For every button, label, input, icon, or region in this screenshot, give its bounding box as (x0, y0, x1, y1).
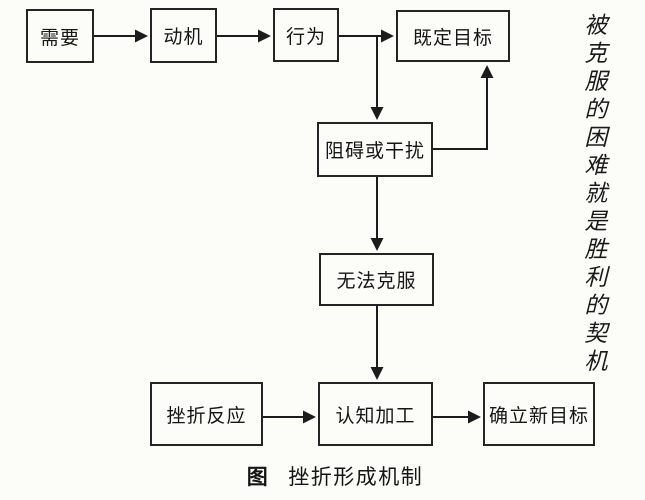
handwritten-margin-note: 被克服的困难就是胜利的契机 (579, 13, 606, 377)
arrow-obstacle-to-established-goal (433, 65, 494, 150)
node-motivation: 动机 (150, 8, 217, 63)
node-need: 需要 (26, 9, 94, 63)
node-cannot-overcome: 无法克服 (319, 253, 434, 306)
node-need-label: 需要 (39, 27, 80, 49)
figure-caption: 图 挫折形成机制 (0, 461, 645, 491)
node-cognitive-processing: 认知加工 (318, 382, 433, 446)
figure-caption-title: 挫折形成机制 (288, 465, 424, 489)
node-frustration-response: 挫折反应 (150, 382, 263, 446)
figure-caption-prefix: 图 (246, 465, 270, 489)
node-motivation-label: 动机 (163, 27, 204, 48)
node-obstacle: 阻碍或干扰 (317, 122, 433, 177)
node-established-goal: 既定目标 (396, 10, 510, 62)
node-established-goal-label: 既定目标 (412, 27, 493, 49)
node-behavior: 行为 (273, 8, 339, 62)
node-cognitive-processing-label: 认知加工 (335, 405, 416, 427)
node-behavior-label: 行为 (285, 26, 326, 48)
node-cannot-overcome-label: 无法克服 (336, 271, 417, 292)
node-new-goal-label: 确立新目标 (488, 405, 589, 427)
node-obstacle-label: 阻碍或干扰 (324, 141, 425, 162)
node-new-goal: 确立新目标 (483, 382, 595, 446)
node-frustration-response-label: 挫折反应 (166, 405, 247, 427)
